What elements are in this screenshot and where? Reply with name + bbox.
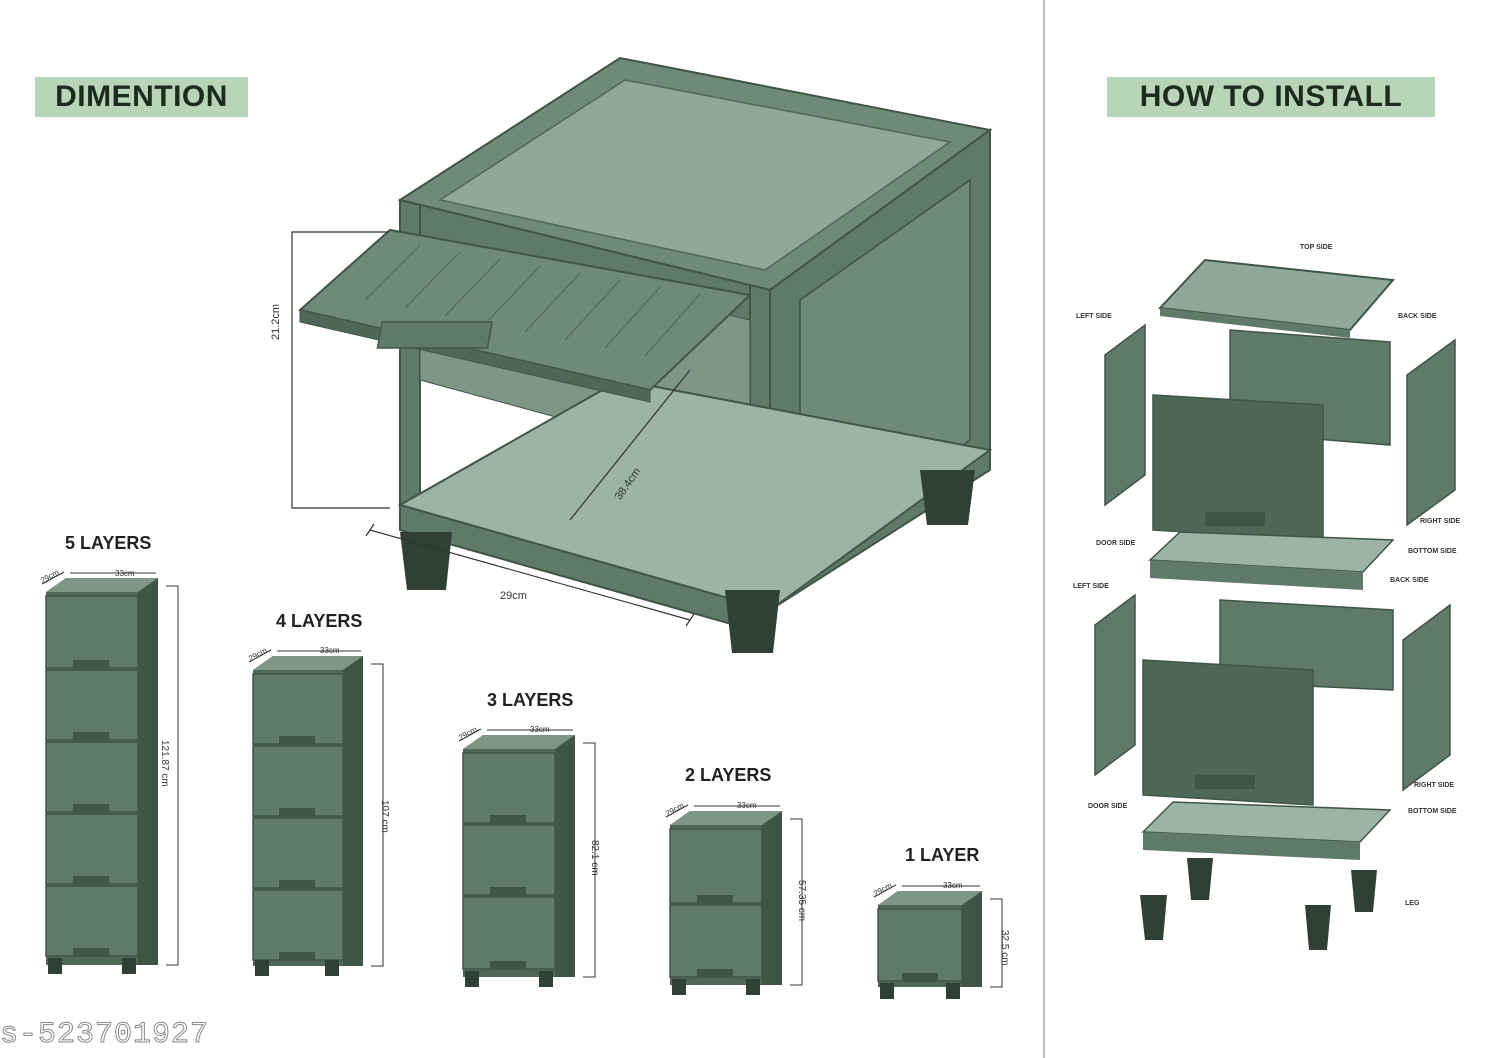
cabinet-door-ribs — [364, 244, 701, 357]
label-door-side-1: DOOR SIDE — [1096, 540, 1136, 547]
stack-1-illustration — [873, 884, 1003, 999]
label-right-side-1: RIGHT SIDE — [1420, 518, 1461, 525]
install-right-side-1 — [1406, 338, 1456, 527]
stack-2-height: 57.35 cm — [796, 880, 807, 922]
cabinet-leg-front-left — [400, 532, 452, 590]
install-left-side-1 — [1104, 323, 1146, 507]
stack-4-illustration — [248, 649, 384, 976]
cabinet-width-label: 29cm — [500, 590, 527, 602]
stack-title-4: 4 LAYERS — [276, 611, 363, 631]
stack-title-1: 1 LAYER — [905, 845, 980, 865]
cabinet-door-handle — [376, 321, 493, 349]
dimension-lines — [291, 231, 695, 627]
label-back-side-2: BACK SIDE — [1390, 577, 1429, 584]
dimension-title: DIMENTION — [35, 77, 248, 117]
install-legs — [1140, 858, 1377, 950]
install-door-side-2 — [1142, 659, 1314, 806]
main-cabinet-illustration — [291, 56, 993, 653]
stack-4-width: 33cm — [320, 646, 340, 655]
label-bottom-side-2: BOTTOM SIDE — [1408, 808, 1457, 815]
label-right-side-2: RIGHT SIDE — [1414, 782, 1455, 789]
label-back-side-1: BACK SIDE — [1398, 313, 1437, 320]
cabinet-leg-back-right — [920, 470, 975, 525]
install-left-side-2 — [1094, 593, 1136, 777]
label-left-side-1: LEFT SIDE — [1076, 313, 1112, 320]
stack-3-width: 33cm — [530, 725, 550, 734]
install-top-side — [1157, 258, 1396, 332]
stack-title-2: 2 LAYERS — [685, 765, 772, 785]
stack-2-width: 33cm — [737, 801, 757, 810]
stack-5-height: 121.87 cm — [159, 740, 170, 787]
stack-3-illustration — [458, 728, 596, 987]
install-title: HOW TO INSTALL — [1107, 77, 1435, 117]
label-left-side-2: LEFT SIDE — [1073, 583, 1109, 590]
stack-1-width: 33cm — [943, 881, 963, 890]
stock-watermark: s-523701927 — [0, 1018, 210, 1053]
label-top-side: TOP SIDE — [1300, 244, 1333, 251]
stack-3-height: 82.1 cm — [589, 840, 600, 876]
stack-5-illustration — [41, 571, 179, 974]
stack-2-illustration — [665, 804, 803, 995]
install-right-side-2 — [1402, 603, 1451, 792]
stack-title-3: 3 LAYERS — [487, 690, 574, 710]
section-divider — [1043, 0, 1045, 1058]
stack-title-5: 5 LAYERS — [65, 533, 152, 553]
label-bottom-side-1: BOTTOM SIDE — [1408, 548, 1457, 555]
cabinet-height-label: 21.2cm — [270, 303, 282, 340]
label-leg: LEG — [1405, 900, 1420, 907]
cabinet-top-inset — [438, 79, 952, 271]
stack-1-height: 32.5 cm — [999, 930, 1010, 966]
cabinet-leg-front-right — [725, 590, 780, 653]
install-exploded-diagram — [1094, 258, 1456, 950]
stack-5-width: 33cm — [115, 569, 135, 578]
label-door-side-2: DOOR SIDE — [1088, 803, 1128, 810]
stack-4-height: 107 cm — [379, 800, 390, 833]
